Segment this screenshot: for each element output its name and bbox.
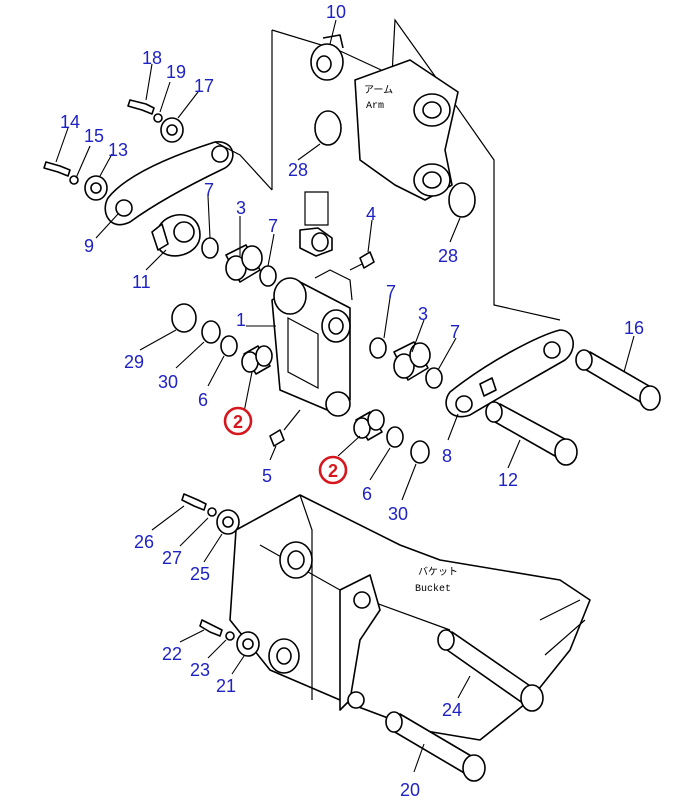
pin-12 [485, 401, 578, 466]
bucket-label-en: Bucket [415, 583, 451, 595]
arm-label-en: Arm [366, 101, 384, 112]
seal-7-d [425, 367, 443, 389]
pin-20 [385, 711, 486, 782]
callout-10: 10 [326, 2, 346, 22]
callout-13: 13 [108, 140, 128, 160]
o-ring-30-left [201, 320, 221, 344]
callout-17: 17 [194, 76, 214, 96]
grease-fitting-5 [269, 409, 301, 447]
seal-6-right [386, 426, 404, 448]
bolt-18-set [127, 99, 184, 143]
callout-3-right: 3 [418, 304, 428, 324]
callout-18: 18 [142, 48, 162, 68]
highlight-label-2-right: 2 [328, 461, 338, 481]
callout-26: 26 [134, 532, 154, 552]
callout-27: 27 [162, 548, 182, 568]
callout-29: 29 [124, 352, 144, 372]
grease-fitting-4 [349, 251, 375, 271]
o-ring-30-right [410, 440, 430, 464]
callout-7-d: 7 [450, 322, 460, 342]
link-8 [445, 329, 574, 418]
link-1 [271, 191, 353, 417]
pin-24 [437, 629, 544, 712]
callout-19: 19 [166, 62, 186, 82]
highlight-callout-2-left: 2 [223, 406, 253, 436]
callout-16: 16 [624, 318, 644, 338]
callout-24: 24 [442, 700, 462, 720]
callout-15: 15 [84, 126, 104, 146]
callout-30-right: 30 [388, 504, 408, 524]
seal-6-left [220, 335, 238, 357]
arm-label-jp: アーム [364, 84, 393, 96]
bolt-14-set [43, 161, 108, 201]
bushing-3-right [393, 341, 431, 381]
highlight-callout-2-right: 2 [318, 455, 348, 485]
callout-4: 4 [366, 204, 376, 224]
callout-8: 8 [442, 446, 452, 466]
leader-lines [55, 19, 635, 773]
callout-9: 9 [84, 236, 94, 256]
o-ring-28-upper [314, 110, 342, 146]
shim-29 [171, 303, 197, 333]
callout-1: 1 [236, 310, 246, 330]
callout-12: 12 [498, 470, 518, 490]
callout-30-left: 30 [158, 372, 178, 392]
callout-3-left: 3 [236, 198, 246, 218]
callout-7-a: 7 [204, 180, 214, 200]
seal-7-a [201, 237, 219, 259]
bushing-3-left [225, 244, 263, 283]
bushing-2-left [241, 345, 273, 375]
seal-7-c [369, 337, 387, 359]
callout-7-c: 7 [386, 282, 396, 302]
callout-21: 21 [216, 676, 236, 696]
callout-28-right: 28 [438, 246, 458, 266]
callout-23: 23 [190, 660, 210, 680]
callout-28-upper: 28 [288, 160, 308, 180]
o-ring-28-right [448, 182, 476, 218]
pin-16 [575, 349, 661, 411]
callout-5: 5 [262, 466, 272, 486]
callout-numbers: 10 18 19 17 14 15 13 28 7 3 4 7 9 28 11 … [60, 2, 644, 800]
bolt-26-set [181, 493, 240, 535]
arm-part: アーム Arm [271, 18, 561, 321]
callout-14: 14 [60, 112, 80, 132]
callout-20: 20 [400, 780, 420, 800]
highlight-label-2-left: 2 [233, 412, 243, 432]
callout-6-left: 6 [198, 390, 208, 410]
callout-11: 11 [132, 272, 151, 292]
callout-25: 25 [190, 564, 210, 584]
bushing-2-right [353, 409, 385, 441]
link-9 [104, 141, 273, 226]
part-11 [151, 213, 201, 257]
seal-7-b [259, 265, 277, 287]
callout-22: 22 [162, 644, 182, 664]
bolt-22-set [199, 619, 260, 657]
callout-7-b: 7 [268, 216, 278, 236]
part-10-boss [310, 34, 344, 81]
bucket-label-jp: バケット [418, 566, 458, 578]
callout-6-right: 6 [362, 484, 372, 504]
